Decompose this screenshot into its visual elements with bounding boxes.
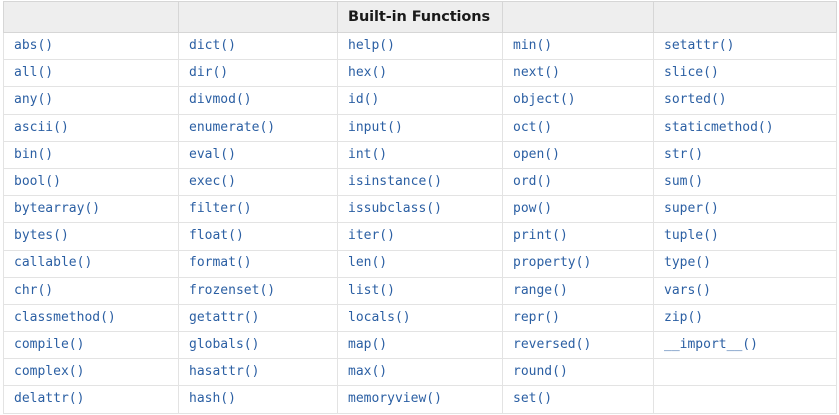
function-cell[interactable]: enumerate() <box>178 113 338 142</box>
function-cell[interactable]: locals() <box>337 303 503 333</box>
table-row: classmethod()getattr()locals()repr()zip(… <box>3 303 837 333</box>
function-cell[interactable]: sorted() <box>653 86 837 115</box>
function-cell[interactable]: divmod() <box>178 86 338 115</box>
function-cell[interactable]: print() <box>502 222 654 251</box>
function-cell[interactable]: frozenset() <box>178 276 338 305</box>
function-cell[interactable]: min() <box>502 31 654 61</box>
table-header: Built-in Functions <box>3 1 837 33</box>
table-title-header-cell: Built-in Functions <box>337 1 503 33</box>
table-row: compile()globals()map()reversed()__impor… <box>3 331 837 360</box>
table-row: complex()hasattr()max()round() <box>3 358 837 387</box>
function-cell[interactable]: input() <box>337 113 503 142</box>
function-cell[interactable]: max() <box>337 358 503 387</box>
function-cell[interactable]: help() <box>337 31 503 61</box>
function-cell[interactable]: float() <box>178 222 338 251</box>
function-cell[interactable]: all() <box>3 59 179 88</box>
function-cell[interactable]: round() <box>502 358 654 387</box>
function-cell[interactable]: format() <box>178 249 338 278</box>
function-cell[interactable]: vars() <box>653 276 837 305</box>
table-row: any()divmod()id()object()sorted() <box>3 86 837 115</box>
function-cell[interactable]: pow() <box>502 195 654 224</box>
function-cell[interactable]: zip() <box>653 303 837 333</box>
function-cell[interactable]: iter() <box>337 222 503 251</box>
function-cell[interactable]: issubclass() <box>337 195 503 224</box>
table-row: bytes()float()iter()print()tuple() <box>3 222 837 251</box>
function-cell-empty <box>653 358 837 387</box>
table-body: abs()dict()help()min()setattr()all()dir(… <box>3 31 837 414</box>
function-cell[interactable]: callable() <box>3 249 179 278</box>
function-cell[interactable]: super() <box>653 195 837 224</box>
builtin-functions-table-container: Built-in Functions abs()dict()help()min(… <box>3 1 837 414</box>
function-cell[interactable]: hex() <box>337 59 503 88</box>
function-cell[interactable]: hash() <box>178 385 338 414</box>
function-cell[interactable]: len() <box>337 249 503 278</box>
function-cell[interactable]: staticmethod() <box>653 113 837 142</box>
function-cell[interactable]: isinstance() <box>337 167 503 197</box>
function-cell[interactable]: dir() <box>178 59 338 88</box>
function-cell[interactable]: int() <box>337 140 503 169</box>
table-row: bool()exec()isinstance()ord()sum() <box>3 167 837 197</box>
function-cell[interactable]: range() <box>502 276 654 305</box>
function-cell[interactable]: set() <box>502 385 654 414</box>
function-cell[interactable]: chr() <box>3 276 179 305</box>
function-cell[interactable]: setattr() <box>653 31 837 61</box>
function-cell[interactable]: id() <box>337 86 503 115</box>
function-cell[interactable]: slice() <box>653 59 837 88</box>
table-header-cell-empty <box>502 1 654 33</box>
table-header-cell-empty <box>653 1 837 33</box>
table-header-cell-empty <box>178 1 338 33</box>
function-cell[interactable]: oct() <box>502 113 654 142</box>
function-cell[interactable]: __import__() <box>653 331 837 360</box>
table-row: ascii()enumerate()input()oct()staticmeth… <box>3 113 837 142</box>
table-header-row: Built-in Functions <box>3 1 837 33</box>
function-cell[interactable]: str() <box>653 140 837 169</box>
function-cell[interactable]: list() <box>337 276 503 305</box>
function-cell[interactable]: classmethod() <box>3 303 179 333</box>
function-cell[interactable]: bin() <box>3 140 179 169</box>
function-cell[interactable]: sum() <box>653 167 837 197</box>
function-cell[interactable]: repr() <box>502 303 654 333</box>
function-cell[interactable]: ascii() <box>3 113 179 142</box>
table-row: bytearray()filter()issubclass()pow()supe… <box>3 195 837 224</box>
function-cell[interactable]: bytes() <box>3 222 179 251</box>
table-row: bin()eval()int()open()str() <box>3 140 837 169</box>
builtin-functions-table: Built-in Functions abs()dict()help()min(… <box>3 1 837 414</box>
function-cell[interactable]: object() <box>502 86 654 115</box>
table-row: delattr()hash()memoryview()set() <box>3 385 837 414</box>
function-cell[interactable]: any() <box>3 86 179 115</box>
function-cell[interactable]: exec() <box>178 167 338 197</box>
table-row: all()dir()hex()next()slice() <box>3 59 837 88</box>
function-cell[interactable]: dict() <box>178 31 338 61</box>
function-cell[interactable]: reversed() <box>502 331 654 360</box>
function-cell[interactable]: abs() <box>3 31 179 61</box>
function-cell[interactable]: bool() <box>3 167 179 197</box>
function-cell[interactable]: complex() <box>3 358 179 387</box>
function-cell[interactable]: tuple() <box>653 222 837 251</box>
function-cell[interactable]: compile() <box>3 331 179 360</box>
function-cell[interactable]: delattr() <box>3 385 179 414</box>
function-cell[interactable]: memoryview() <box>337 385 503 414</box>
function-cell-empty <box>653 385 837 414</box>
table-row: callable()format()len()property()type() <box>3 249 837 278</box>
function-cell[interactable]: ord() <box>502 167 654 197</box>
function-cell[interactable]: open() <box>502 140 654 169</box>
function-cell[interactable]: property() <box>502 249 654 278</box>
function-cell[interactable]: globals() <box>178 331 338 360</box>
table-row: abs()dict()help()min()setattr() <box>3 31 837 61</box>
function-cell[interactable]: type() <box>653 249 837 278</box>
table-row: chr()frozenset()list()range()vars() <box>3 276 837 305</box>
table-header-cell-empty <box>3 1 179 33</box>
function-cell[interactable]: filter() <box>178 195 338 224</box>
function-cell[interactable]: hasattr() <box>178 358 338 387</box>
function-cell[interactable]: map() <box>337 331 503 360</box>
function-cell[interactable]: getattr() <box>178 303 338 333</box>
function-cell[interactable]: eval() <box>178 140 338 169</box>
function-cell[interactable]: next() <box>502 59 654 88</box>
function-cell[interactable]: bytearray() <box>3 195 179 224</box>
